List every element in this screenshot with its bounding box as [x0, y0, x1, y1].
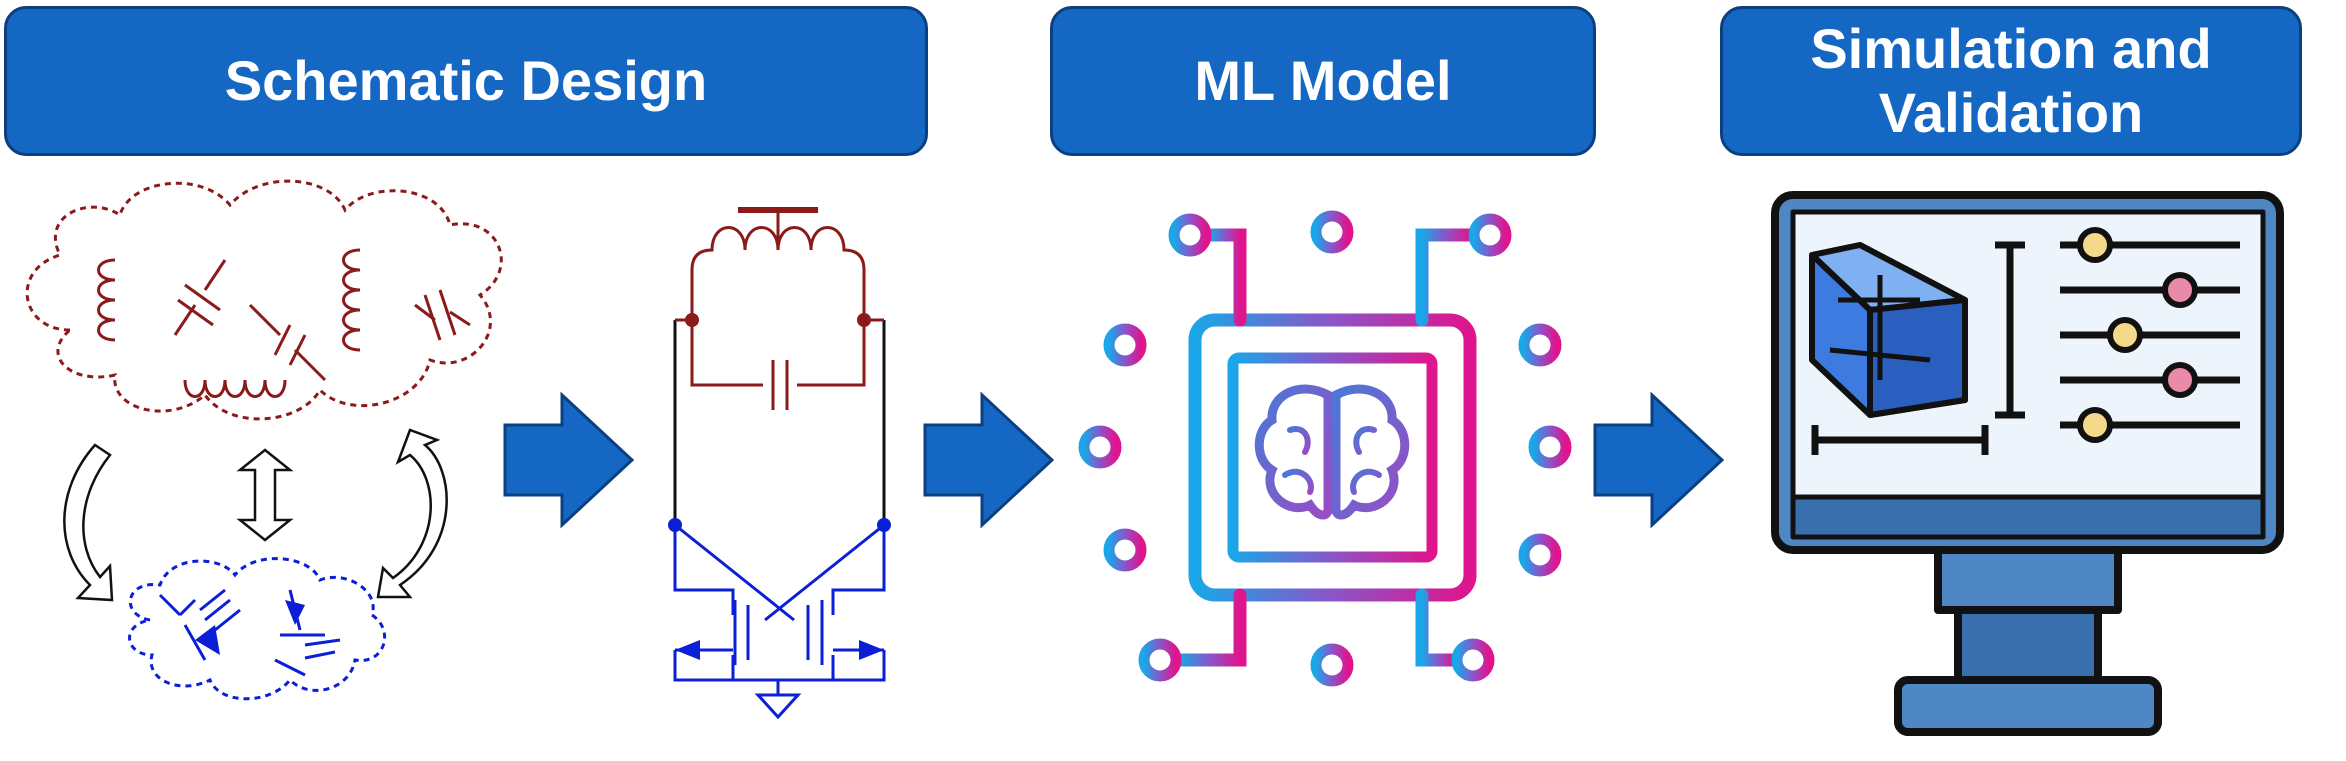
- cross-coupled-lc-oscillator-icon: [668, 207, 891, 720]
- schematic-design-header: Schematic Design: [4, 6, 928, 156]
- ml-model-header: ML Model: [1050, 6, 1596, 156]
- ai-brain-chip-icon: [1078, 210, 1572, 687]
- brain-icon: [1254, 384, 1410, 520]
- passive-component-cloud-icon: [25, 179, 503, 421]
- simulation-validation-header: Simulation and Validation: [1720, 6, 2302, 156]
- design-iteration-arrows: [63, 428, 448, 602]
- ml-model-title: ML Model: [1194, 49, 1452, 112]
- flow-arrow-1: [503, 391, 635, 529]
- flow-arrow-2: [923, 391, 1055, 529]
- schematic-design-title: Schematic Design: [224, 49, 708, 112]
- flow-arrow-3: [1593, 391, 1725, 529]
- simulation-validation-title: Simulation and Validation: [1810, 17, 2212, 144]
- simulation-monitor-icon: [1771, 191, 2284, 736]
- active-device-cloud-icon: [128, 557, 387, 701]
